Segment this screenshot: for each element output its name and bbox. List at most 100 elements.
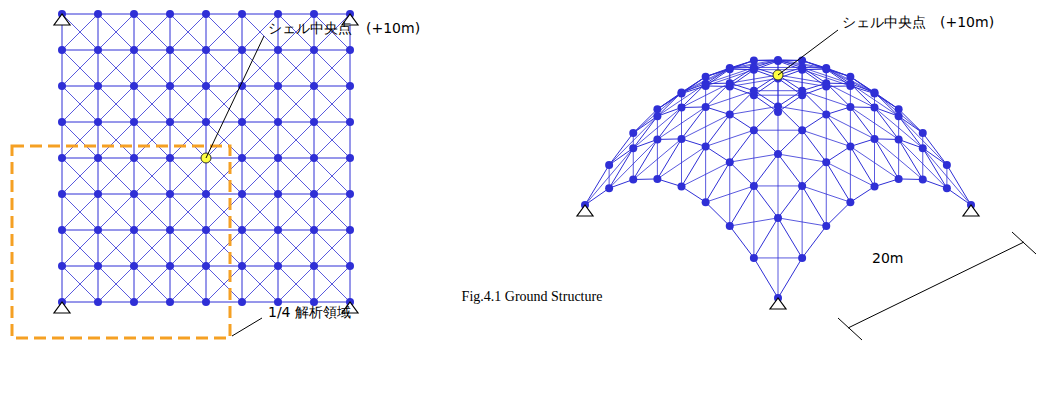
member	[278, 158, 279, 194]
member	[170, 194, 206, 195]
support-symbol	[54, 14, 70, 25]
member	[242, 266, 243, 302]
brace-member	[278, 194, 314, 230]
member	[170, 14, 206, 15]
node-dot	[346, 262, 354, 270]
brace-member	[314, 158, 350, 194]
member	[947, 165, 971, 205]
member	[278, 50, 314, 51]
node-dot	[274, 262, 282, 270]
brace-member	[98, 158, 134, 194]
member	[314, 50, 350, 51]
member	[754, 258, 778, 298]
node-dot	[130, 118, 138, 126]
member	[350, 266, 351, 302]
node-dot	[166, 154, 174, 162]
member	[314, 266, 315, 302]
member	[899, 139, 923, 179]
member	[98, 50, 134, 51]
member	[278, 230, 279, 266]
member	[98, 230, 99, 266]
brace-member	[278, 50, 314, 86]
node-dot	[274, 190, 282, 198]
member	[170, 302, 206, 303]
member	[242, 14, 243, 50]
node-dot	[750, 182, 758, 190]
node-dot	[871, 183, 879, 191]
node-dot	[238, 298, 246, 306]
brace-member	[314, 50, 350, 86]
member	[134, 50, 170, 51]
node-dot	[653, 112, 661, 120]
brace-member	[242, 194, 278, 230]
node-dot	[726, 222, 734, 230]
node-dot	[919, 144, 927, 152]
node-dot	[130, 190, 138, 198]
leader-line	[778, 30, 838, 75]
node-dot	[94, 118, 102, 126]
node-dot	[58, 226, 66, 234]
node-dot	[310, 118, 318, 126]
member	[242, 194, 278, 195]
member	[242, 14, 278, 15]
brace-member	[242, 194, 278, 230]
member	[682, 187, 706, 203]
member	[278, 122, 314, 123]
member	[350, 230, 351, 266]
member	[754, 154, 778, 186]
brace-member	[98, 158, 134, 194]
node-dot	[130, 82, 138, 90]
brace-member	[657, 84, 705, 117]
node-dot	[678, 104, 686, 112]
node-dot	[274, 82, 282, 90]
member	[170, 122, 206, 123]
brace-member	[242, 230, 278, 266]
member	[778, 91, 802, 107]
member	[134, 266, 135, 302]
brace-member	[62, 86, 98, 122]
node-dot	[310, 226, 318, 234]
brace-member	[134, 158, 170, 194]
member	[98, 158, 134, 159]
node-dot	[130, 46, 138, 54]
brace-member	[98, 86, 134, 122]
member	[98, 14, 99, 50]
brace-member	[170, 50, 206, 86]
member	[98, 158, 99, 194]
member	[802, 226, 826, 258]
brace-member	[98, 86, 134, 122]
member	[706, 146, 730, 162]
node-dot	[274, 226, 282, 234]
brace-member	[754, 90, 802, 91]
member	[206, 230, 207, 266]
node-dot	[166, 82, 174, 90]
node-dot	[346, 46, 354, 54]
node-dot	[750, 87, 758, 95]
member	[278, 194, 279, 230]
node-dot	[726, 111, 734, 119]
member	[206, 122, 242, 123]
brace-member	[242, 266, 278, 302]
node-dot	[750, 63, 758, 71]
node-dot	[202, 190, 210, 198]
member	[98, 122, 134, 123]
brace-member	[278, 50, 314, 86]
brace-member	[206, 86, 242, 122]
member	[206, 230, 242, 231]
brace-member	[98, 122, 134, 158]
node-dot	[919, 176, 927, 184]
member	[278, 158, 314, 159]
member	[633, 139, 657, 179]
brace-member	[706, 186, 754, 202]
brace-member	[98, 230, 134, 266]
member	[98, 230, 134, 231]
member	[242, 86, 243, 122]
node-dot	[58, 190, 66, 198]
member	[314, 230, 350, 231]
member	[278, 14, 314, 15]
member	[170, 50, 171, 86]
node-dot	[678, 135, 686, 143]
member	[278, 266, 279, 302]
node-dot	[653, 135, 661, 143]
leader-line	[206, 36, 264, 158]
